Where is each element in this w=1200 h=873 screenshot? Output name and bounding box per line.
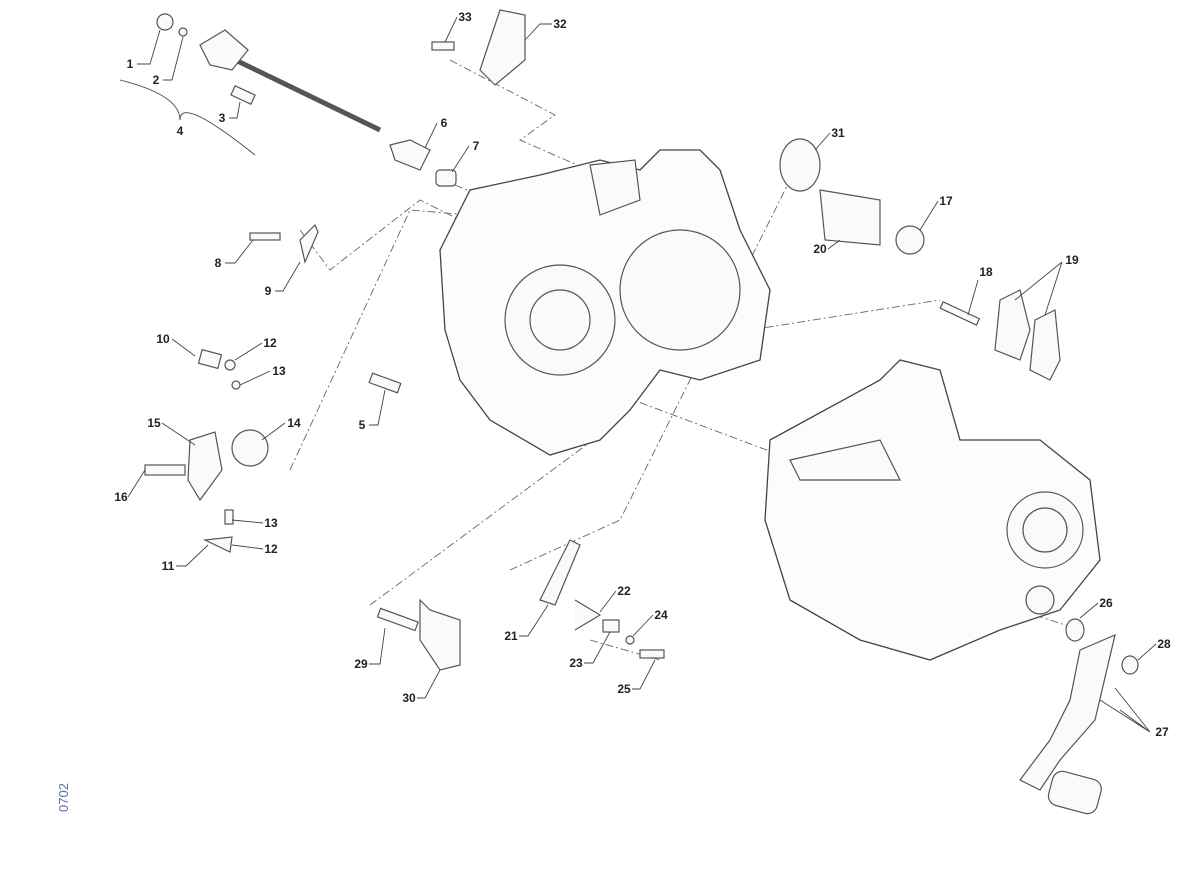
part-label-23: 23 [569,656,583,670]
part-label-12b: 12 [264,542,278,556]
part-label-8: 8 [214,256,222,270]
part-label-3: 3 [218,111,226,125]
part-label-13b: 13 [264,516,278,530]
part-label-20: 20 [813,242,827,256]
part-label-16: 16 [114,490,128,504]
part-label-17: 17 [939,194,953,208]
part-label-21: 21 [504,629,518,643]
part-label-25: 25 [617,682,631,696]
part-label-31: 31 [831,126,845,140]
part-label-32: 32 [553,17,567,31]
part-label-1: 1 [126,57,134,71]
part-label-28: 28 [1157,637,1171,651]
part-label-13: 13 [272,364,286,378]
part-label-10: 10 [156,332,170,346]
part-label-26: 26 [1099,596,1113,610]
part-label-6: 6 [440,116,448,130]
part-label-15: 15 [147,416,161,430]
part-label-29: 29 [354,657,368,671]
part-label-4: 4 [176,124,184,138]
crankcase-right-half [764,359,1101,661]
part-label-11: 11 [161,559,175,573]
part-label-9: 9 [264,284,272,298]
part-label-22: 22 [617,584,631,598]
part-label-33: 33 [458,10,472,24]
part-label-30: 30 [402,691,416,705]
crankcase-left-half [439,149,771,456]
part-label-24: 24 [654,608,668,622]
part-label-5: 5 [358,418,366,432]
part-label-7: 7 [472,139,480,153]
part-label-19: 19 [1065,253,1079,267]
leader-lines [119,16,1157,733]
shift-shaft [156,13,457,187]
part-label-2: 2 [152,73,160,87]
diagram-code: 0702 [56,783,71,812]
small-parts [144,9,1139,815]
part-label-27: 27 [1155,725,1169,739]
part-label-18: 18 [979,265,993,279]
part-label-12: 12 [263,336,277,350]
part-label-14: 14 [287,416,301,430]
